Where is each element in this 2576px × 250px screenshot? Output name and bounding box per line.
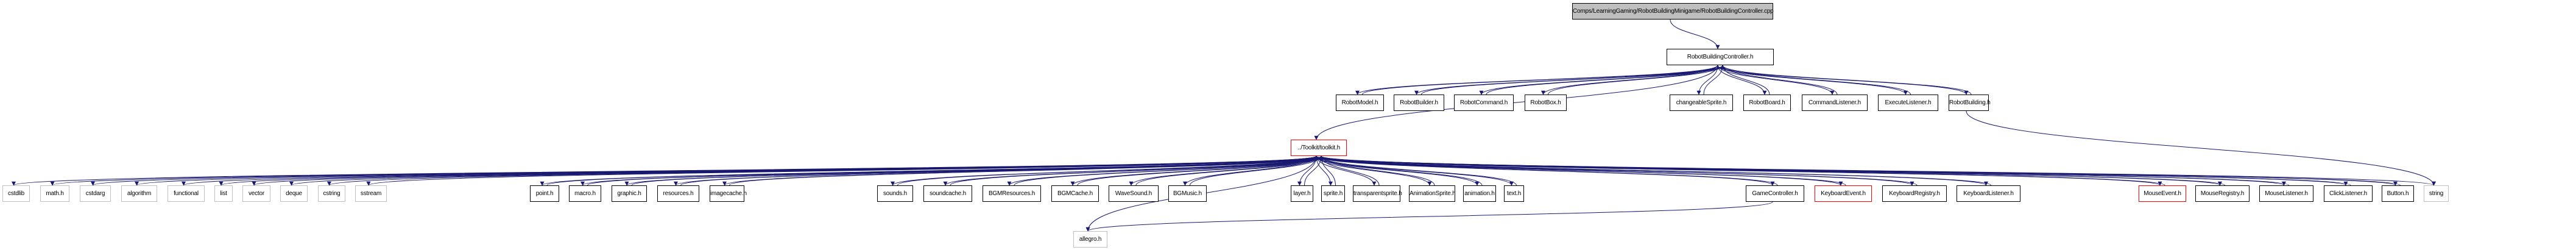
edge-keyboardlistener-to-toolkit <box>1319 155 1991 186</box>
edge-toolkit-to-animationsprite <box>1316 155 1432 186</box>
edge-bgmusic-to-toolkit <box>1190 155 1324 186</box>
node-robotbox-h[interactable]: RobotBox.h <box>1525 95 1567 111</box>
node-vector[interactable]: vector <box>242 185 270 202</box>
node-cstdarg[interactable]: cstdarg <box>80 185 111 202</box>
edge-mouselistener-to-toolkit <box>1319 155 2289 186</box>
node-robotmodel-h[interactable]: RobotModel.h <box>1336 95 1384 111</box>
node-robotboard-h[interactable]: RobotBoard.h <box>1743 95 1791 111</box>
edge-gamecontroller-to-allegro <box>1085 201 1773 232</box>
node-math-h[interactable]: math.h <box>40 185 69 202</box>
edge-wavesound-to-toolkit <box>1135 155 1324 186</box>
node-changeablesprite-h[interactable]: changeableSprite.h <box>1670 95 1733 111</box>
node-cstdlib[interactable]: cstdlib <box>2 185 30 202</box>
node-robotbuildingcontroller-h[interactable]: RobotBuildingController.h <box>1667 49 1774 65</box>
edge-executelistener-to-ctrl_h <box>1720 65 1911 95</box>
node-commandlistener-h[interactable]: CommandListener.h <box>1802 95 1868 111</box>
edge-toolkit-to-layer <box>1297 155 1317 186</box>
edge-robotmodel-to-ctrl_h <box>1362 65 1725 95</box>
edge-ctrl_h-to-robotbox <box>1541 65 1718 95</box>
node-cstring[interactable]: cstring <box>318 185 345 202</box>
node-text-h[interactable]: text.h <box>1504 185 1524 202</box>
edge-robotbuilder-to-ctrl_h <box>1421 65 1725 95</box>
edge-ctrl_h-to-toolkit <box>1314 65 1718 140</box>
edge-imagecache-to-toolkit <box>729 155 1324 186</box>
node-transparentsprite-h[interactable]: transparentsprite.h <box>1353 185 1402 202</box>
node-sprite-h[interactable]: sprite.h <box>1321 185 1345 202</box>
node-animation-h[interactable]: animation.h <box>1463 185 1496 202</box>
edge-mouseregistry-to-toolkit <box>1319 155 2225 186</box>
node-list[interactable]: list <box>214 185 233 202</box>
node-robotbuilding-h[interactable]: RobotBuilding.h <box>1949 95 1991 111</box>
node-allegro-h[interactable]: allegro.h <box>1073 231 1107 248</box>
node-macro-h[interactable]: macro.h <box>569 185 601 202</box>
edge-ctrl_h-to-commandlistener <box>1717 65 1835 95</box>
node-bgmresources-h[interactable]: BGMResources.h <box>983 185 1041 202</box>
node-wavesound-h[interactable]: WaveSound.h <box>1109 185 1159 202</box>
node-clicklistener-h[interactable]: ClickListener.h <box>2324 185 2373 202</box>
edge-gamecontroller-to-toolkit <box>1319 155 1778 186</box>
edge-ctrl_h-to-executelistener <box>1717 65 1908 95</box>
node-toolkit-h[interactable]: ../Toolkit/toolkit.h <box>1291 140 1347 156</box>
edge-text-to-toolkit <box>1319 155 1517 186</box>
node-mouseevent-h[interactable]: MouseEvent.h <box>2139 185 2186 202</box>
edge-toolkit-to-bgmusic <box>1183 155 1317 186</box>
node-point-h[interactable]: point.h <box>530 185 559 202</box>
node-sounds-h[interactable]: sounds.h <box>877 185 913 202</box>
node-layer-h[interactable]: layer.h <box>1291 185 1313 202</box>
edge-animationsprite-to-toolkit <box>1319 155 1435 186</box>
edge-toolkit-to-sprite <box>1316 155 1333 186</box>
edge-bgmresources-to-toolkit <box>1014 155 1324 186</box>
node-robotbuildingcontroller-cpp[interactable]: Comps/LearningGaming/RobotBuildingMiniga… <box>1572 3 1774 20</box>
node-graphic-h[interactable]: graphic.h <box>612 185 647 202</box>
node-mouselistener-h[interactable]: MouseListener.h <box>2259 185 2313 202</box>
node-robotbuilder-h[interactable]: RobotBuilder.h <box>1394 95 1444 111</box>
node-deque[interactable]: deque <box>280 185 308 202</box>
node-gamecontroller-h[interactable]: GameController.h <box>1746 185 1804 202</box>
node-algorithm[interactable]: algorithm <box>121 185 157 202</box>
edge-cpp-to-ctrl_h <box>1670 19 1720 49</box>
edge-robotbuilding-to-ctrl_h <box>1720 65 1972 95</box>
node-imagecache-h[interactable]: imagecache.h <box>710 185 747 202</box>
edge-mouseevent-to-toolkit <box>1319 155 2165 186</box>
edge-toolkit-to-text <box>1316 155 1514 186</box>
node-resources-h[interactable]: resources.h <box>657 185 699 202</box>
edge-robotbuilding-to-string <box>1966 110 2436 186</box>
node-executelistener-h[interactable]: ExecuteListener.h <box>1878 95 1938 111</box>
edge-robotcommand-to-ctrl_h <box>1486 65 1725 95</box>
node-soundcache-h[interactable]: soundcache.h <box>923 185 972 202</box>
edge-toolkit-to-string <box>1316 155 2436 186</box>
edge-animation-to-toolkit <box>1319 155 1483 186</box>
node-mouseregistry-h[interactable]: MouseRegistry.h <box>2195 185 2250 202</box>
edge-toolkit-to-animation <box>1316 155 1480 186</box>
edge-robotbox-to-ctrl_h <box>1548 65 1725 95</box>
node-string[interactable]: string <box>2424 185 2449 202</box>
node-bgmusic-h[interactable]: BGMusic.h <box>1168 185 1207 202</box>
node-functional[interactable]: functional <box>168 185 205 202</box>
edge-ctrl_h-to-changeablesprite <box>1696 65 1718 95</box>
node-button-h[interactable]: Button.h <box>2382 185 2414 202</box>
node-keyboardevent-h[interactable]: KeyboardEvent.h <box>1815 185 1872 202</box>
node-keyboardregistry-h[interactable]: KeyboardRegistry.h <box>1882 185 1947 202</box>
edge-toolkit-to-sstream <box>366 155 1317 186</box>
node-bgmcache-h[interactable]: BGMCache.h <box>1051 185 1099 202</box>
node-animationsprite-h[interactable]: AnimationSprite.h <box>1409 185 1456 202</box>
edge-toolkit-to-transparentsprite <box>1316 155 1377 186</box>
node-sstream[interactable]: sstream <box>355 185 387 202</box>
node-keyboardlistener-h[interactable]: KeyboardListener.h <box>1957 185 2020 202</box>
node-robotcommand-h[interactable]: RobotCommand.h <box>1454 95 1514 111</box>
edge-ctrl_h-to-robotboard <box>1717 65 1767 95</box>
edge-toolkit-to-wavesound <box>1129 155 1317 186</box>
